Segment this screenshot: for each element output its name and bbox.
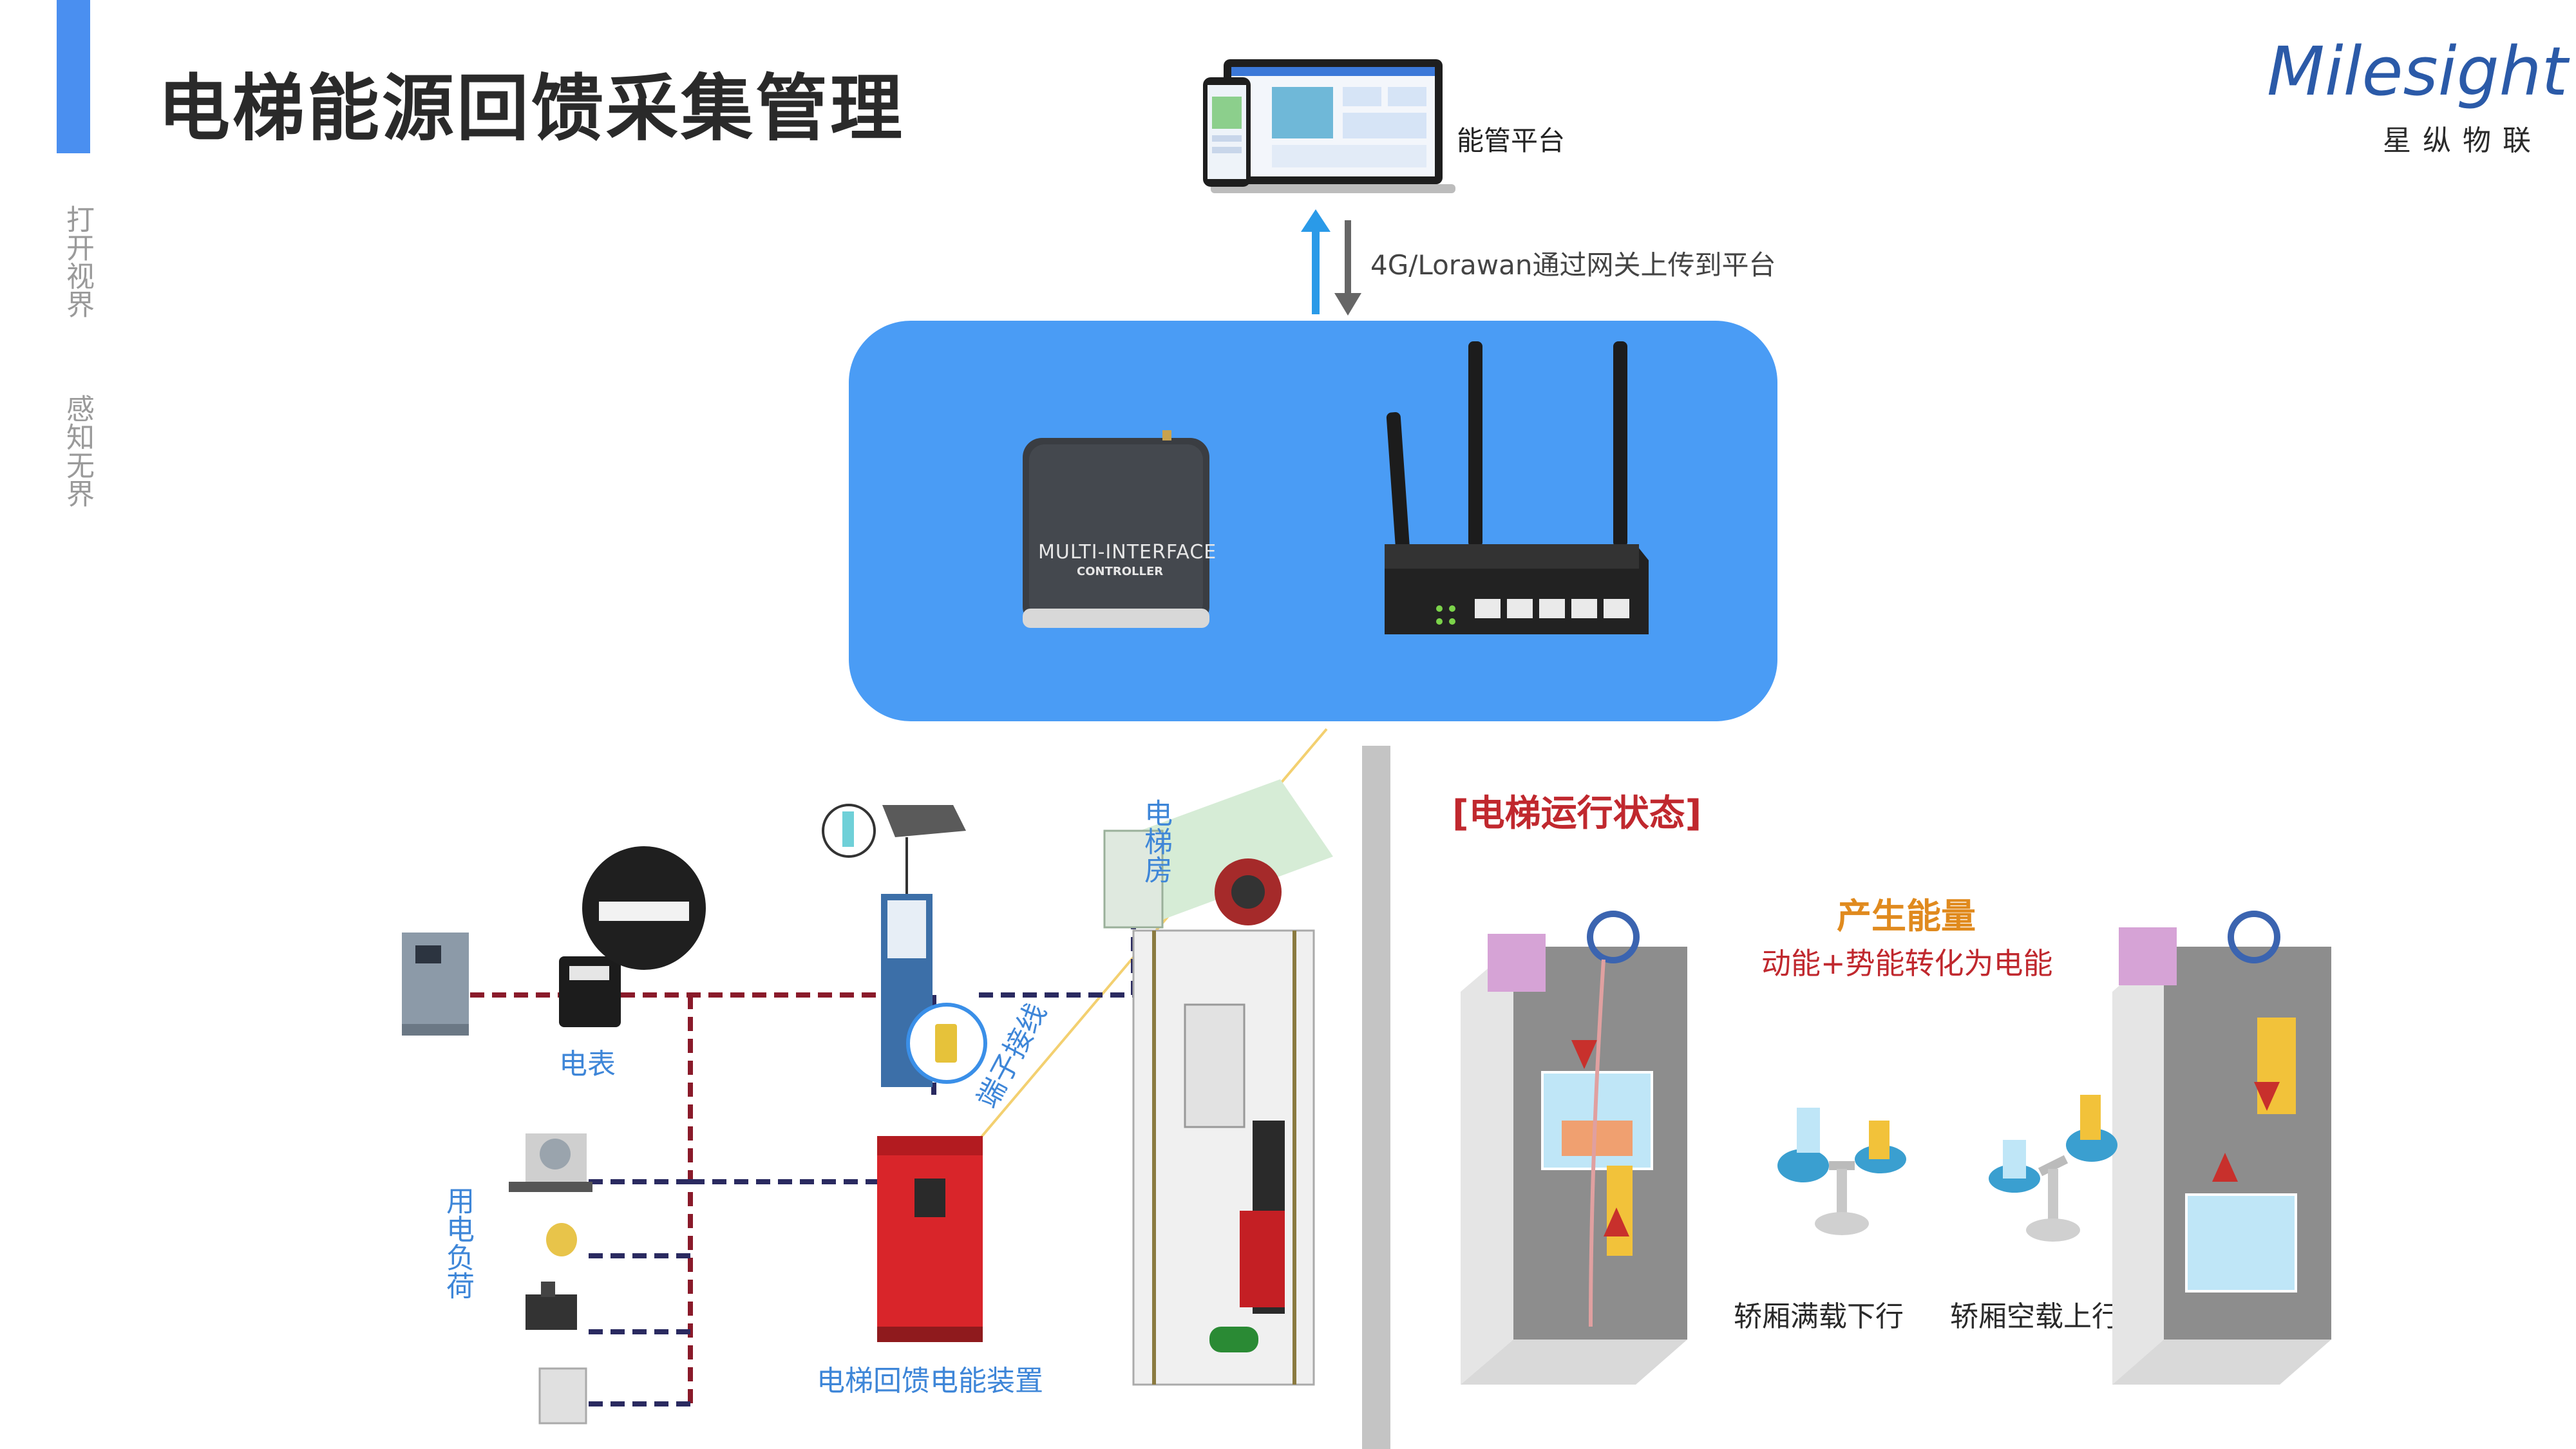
meter-icon xyxy=(559,846,706,1027)
phone-icon xyxy=(1203,77,1251,187)
platform-label: 能管平台 xyxy=(1457,125,1566,156)
load-devices-icon xyxy=(509,1133,592,1425)
uplink-arrow-icon xyxy=(1301,209,1331,314)
laptop-icon xyxy=(1211,59,1455,193)
side-slogan-2: 感知无界 xyxy=(61,394,94,507)
case-down-label: 轿厢满载下行 xyxy=(1734,1300,1904,1333)
controller-label: MULTI-INTERFACE xyxy=(1038,541,1217,564)
power-cabinet-icon xyxy=(402,933,469,1036)
status-title: [电梯运行状态] xyxy=(1452,793,1702,835)
router-icon xyxy=(1385,341,1649,634)
case-up-label: 轿厢空载上行 xyxy=(1950,1300,2120,1333)
brand-logo-cn: 星纵物联 xyxy=(2383,124,2543,157)
shaft-down-icon xyxy=(1461,911,1687,1385)
feedback-device-icon xyxy=(877,1136,983,1342)
balance-up-icon xyxy=(1989,1095,2117,1242)
downlink-arrow-icon xyxy=(1334,220,1361,316)
side-slogan-1: 打开视界 xyxy=(61,205,94,318)
accent-bar xyxy=(57,0,90,153)
controller-sublabel: CONTROLLER xyxy=(1077,565,1164,578)
feedback-device-label: 电梯回馈电能装置 xyxy=(817,1365,1043,1397)
machine-room-label: 电梯房 xyxy=(1139,799,1172,884)
energy-title: 产生能量 xyxy=(1837,896,1976,936)
link-label: 4G/Lorawan通过网关上传到平台 xyxy=(1370,249,1776,281)
load-label: 用电负荷 xyxy=(441,1186,474,1300)
shaft-up-icon xyxy=(2112,911,2331,1385)
section-divider xyxy=(1362,746,1390,1449)
elevator-shaft-icon xyxy=(1103,779,1333,1386)
controller-icon xyxy=(1023,430,1209,628)
brand-logo: Milesight xyxy=(2267,32,2568,111)
page-title: 电梯能源回馈采集管理 xyxy=(158,67,905,151)
meter-label: 电表 xyxy=(559,1048,616,1081)
energy-desc: 动能+势能转化为电能 xyxy=(1761,946,2053,981)
collector-icon xyxy=(822,804,987,1087)
balance-down-icon xyxy=(1777,1108,1906,1235)
